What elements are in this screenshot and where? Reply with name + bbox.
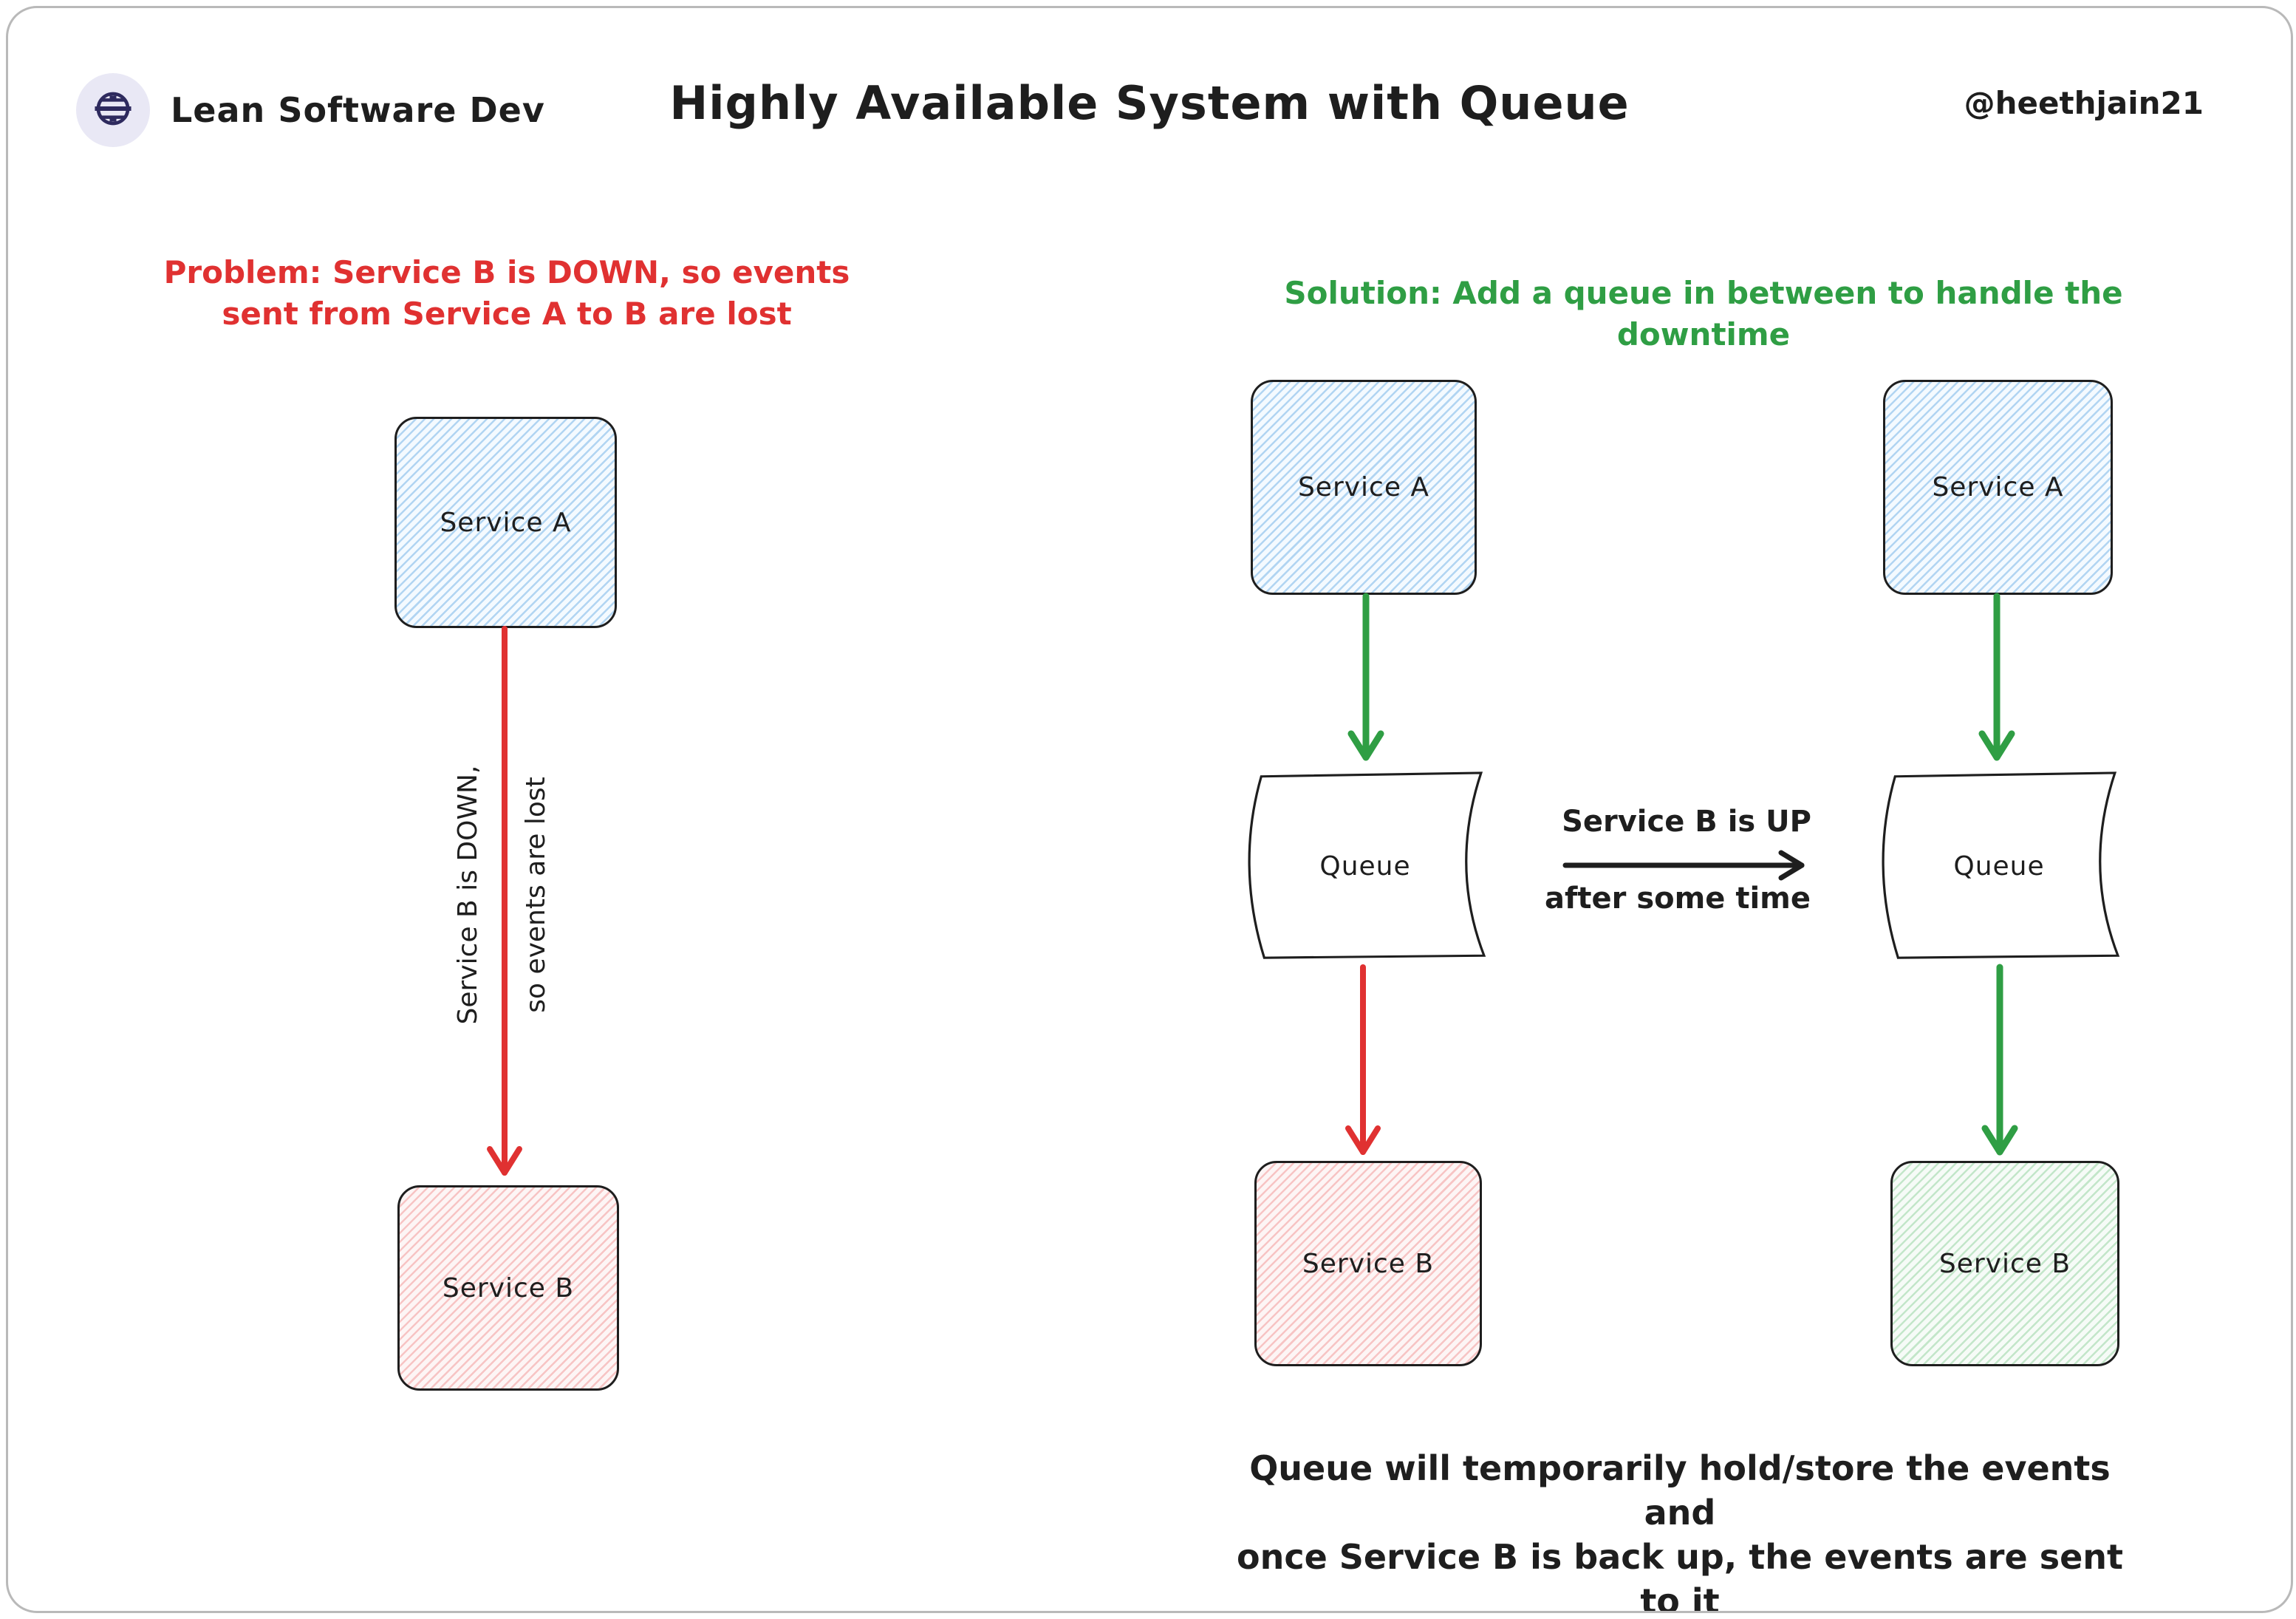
transition-label-top: Service B is UP bbox=[1562, 805, 1811, 839]
problem-line-2: sent from Service A to B are lost bbox=[222, 296, 792, 332]
before-queue-shape: Queue bbox=[1242, 771, 1489, 961]
after-queue-label: Queue bbox=[1953, 851, 2045, 882]
problem-service-a-box: Service A bbox=[394, 417, 617, 628]
after-service-b-label: Service B bbox=[1938, 1248, 2071, 1279]
diagram-canvas: Lean Software Dev Highly Available Syste… bbox=[6, 6, 2293, 1613]
before-service-b-box: Service B bbox=[1254, 1161, 1482, 1366]
arrow-note-events-lost: so events are lost bbox=[521, 777, 551, 1013]
transition-label-bottom: after some time bbox=[1545, 882, 1811, 916]
logo-badge bbox=[76, 73, 150, 147]
page-title: Highly Available System with Queue bbox=[669, 76, 1630, 130]
caption-line-1: Queue will temporarily hold/store the ev… bbox=[1249, 1448, 2111, 1533]
problem-annotation: Problem: Service B is DOWN, so events se… bbox=[137, 252, 876, 335]
after-service-a-box: Service A bbox=[1883, 380, 2113, 595]
after-service-a-label: Service A bbox=[1932, 472, 2064, 502]
author-handle: @heethjain21 bbox=[1964, 85, 2204, 121]
after-service-b-box: Service B bbox=[1890, 1161, 2119, 1366]
after-queue-shape: Queue bbox=[1876, 771, 2122, 961]
before-queue-label: Queue bbox=[1319, 851, 1411, 882]
caption-line-2: once Service B is back up, the events ar… bbox=[1236, 1537, 2124, 1613]
before-service-a-box: Service A bbox=[1251, 380, 1477, 595]
problem-service-b-label: Service B bbox=[442, 1272, 575, 1303]
arrow-note-service-b-down: Service B is DOWN, bbox=[453, 765, 483, 1025]
brand-name: Lean Software Dev bbox=[171, 90, 545, 130]
solution-caption: Queue will temporarily hold/store the ev… bbox=[1214, 1446, 2145, 1613]
before-service-a-label: Service A bbox=[1297, 472, 1430, 502]
solution-annotation: Solution: Add a queue in between to hand… bbox=[1284, 275, 2123, 352]
brand-lockup: Lean Software Dev bbox=[76, 73, 545, 147]
before-service-b-label: Service B bbox=[1302, 1248, 1435, 1279]
problem-line-1: Problem: Service B is DOWN, so events bbox=[163, 254, 850, 290]
globe-logo-icon bbox=[90, 86, 136, 134]
problem-service-b-box: Service B bbox=[397, 1185, 619, 1391]
problem-service-a-label: Service A bbox=[440, 507, 572, 538]
